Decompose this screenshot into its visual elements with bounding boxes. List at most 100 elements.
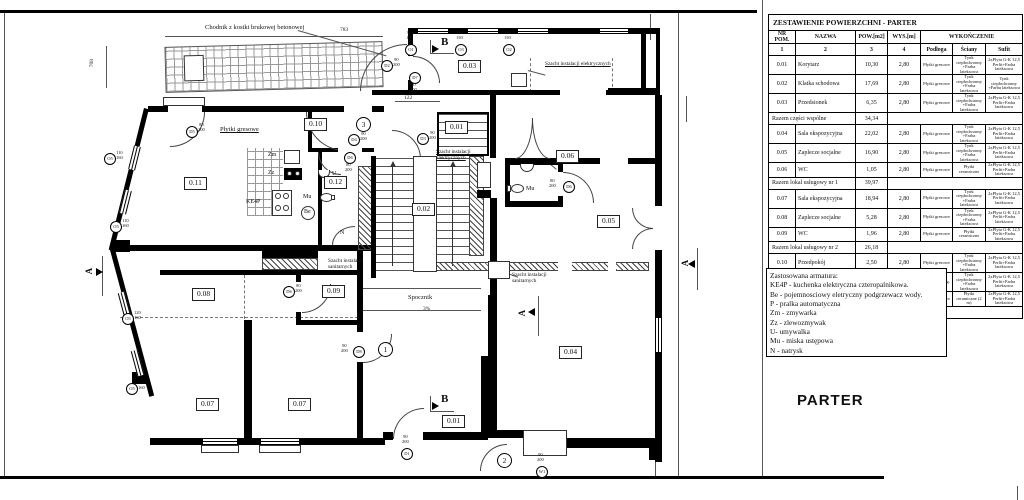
fixture-n-label: N (340, 230, 345, 236)
legend-line: Zastosowana armatura: (770, 271, 838, 280)
door-tag-d5: D5 (186, 126, 198, 138)
wall (160, 270, 358, 275)
sanitary-shaft-box (488, 261, 510, 279)
table-cell: 2xPłyta G-K 12,5 Perlit+Farba lateksowa (984, 188, 1024, 209)
table-cell: Płytki gresowe (920, 162, 953, 178)
table-cell: Tynk ciepłochronny +Farba lateksowa (952, 272, 986, 293)
opening (600, 158, 628, 164)
room-label-0-03: 0.03 (458, 60, 482, 73)
table-cell: Sala ekspozycyjna (795, 188, 856, 209)
shaft-elec-label-mid: Szacht instalacji elektrycznych (436, 149, 471, 162)
dim-783: 783 (340, 27, 349, 33)
door-tag-d1: D1 (401, 448, 413, 460)
table-cell: Zaplecze socjalne (795, 143, 856, 164)
table-cell: 2xPłyta G-K 12,5 Perlit+Farba lateksowa (984, 143, 1024, 164)
stair-arrow-head (390, 161, 396, 167)
table-cell: Przedsionek (795, 93, 856, 114)
section-line-a-right (697, 248, 698, 290)
slope-label: 3% (423, 306, 431, 312)
col-header-ceiling: Sufit (984, 43, 1024, 57)
door-tag-d6-wc6: D6 (563, 181, 575, 193)
table-cell: 2,80 (887, 93, 921, 114)
wall (505, 158, 563, 165)
window-tag-o5-2: O5 (110, 221, 122, 233)
room-label-0-12: 0.12 (324, 176, 348, 189)
table-cell: Sala ekspozycyjna (795, 124, 856, 145)
window-slant (119, 189, 132, 215)
table-cell: 2xPłyta G-K 12,5 Perlit+Farba lateksowa (984, 162, 1024, 178)
window-dim-o5-2: 110 160 (122, 218, 129, 228)
table-cell: 18,94 (855, 188, 888, 209)
window-tag-o3: O3 (455, 44, 467, 56)
section-b-top: B (441, 36, 449, 48)
table-cell: 34,34 (855, 112, 888, 126)
legend-line: U- umywalka (770, 326, 810, 336)
window-dim-o5-3: 120 160 (134, 310, 141, 320)
wall (308, 112, 312, 152)
element: ZESTAWIENIE POWIERZCHNI - PARTER NR POM.… (767, 14, 1024, 57)
table-cell: Płytki gresowe (920, 124, 953, 145)
table-cell: 2xPłyta G-K 12,5 Perlit+Farba lateksowa (984, 124, 1024, 145)
col-header-area: POW.[m2] (855, 29, 888, 45)
window-tag-o2: O2 (503, 44, 515, 56)
wall (113, 245, 375, 251)
table-cell: 0.08 (768, 207, 796, 228)
paving-walkway (164, 41, 384, 93)
door-tag-d2: D2 (381, 60, 393, 72)
table-cell: 2xPłyta G-K 12,5 Perlit+Farba lateksowa (984, 93, 1024, 114)
table-cell (886, 112, 1024, 126)
window-dim-o3: 90 150 (456, 30, 463, 40)
table-cell: 10,30 (855, 55, 888, 76)
col-number: 1 (768, 43, 796, 57)
table-cell: Tynk ciepłochronny +Farba lateksowa (952, 253, 986, 274)
drawing-border-left (4, 10, 5, 479)
wall-hatch (358, 166, 372, 250)
room-label-0-02: 0.02 (412, 203, 436, 216)
page-title: PARTER (797, 392, 864, 409)
corner-mark (1017, 486, 1018, 500)
room-label-0-07-left: 0.07 (196, 398, 220, 411)
section-arrow-b-top (432, 45, 439, 53)
window (518, 28, 548, 34)
tiles-label: Płytki gresowe (220, 126, 259, 133)
window-dim-o1: 90 150 (406, 30, 413, 40)
window (600, 28, 628, 34)
table-cell: Razem lokal usługowy nr 1 (768, 176, 856, 190)
fixture-mu-label: Mu (303, 194, 312, 200)
dim-708: 708 (88, 59, 95, 68)
table-cell: WC (795, 162, 856, 178)
wall (558, 158, 563, 172)
table-cell: 0.04 (768, 124, 796, 145)
wall (505, 201, 563, 207)
wall (649, 438, 662, 460)
dim-tick-b (686, 96, 687, 122)
table-cell: 2,80 (887, 55, 921, 76)
door-dim-d4: 90 200 (360, 131, 367, 141)
table-cell: 22,02 (855, 124, 888, 145)
door-tag-d3: D3 (417, 133, 429, 145)
table-cell: Razem lokal usługowy nr 2 (768, 241, 856, 255)
section-a-left: A (84, 267, 95, 275)
entry-marker-2: 2 (497, 453, 512, 468)
col-header-walls: Ściany (952, 43, 986, 57)
table-cell: Płytki ceramiczne (952, 226, 986, 243)
burner (283, 205, 289, 211)
dashed-partition (120, 317, 358, 318)
table-cell: 6,35 (855, 93, 888, 114)
door-tag-d8: D8 (353, 346, 365, 358)
col-number: 3 (855, 43, 888, 57)
window-tag-o5-1: O5 (104, 153, 116, 165)
table-cell: Tynk ciepłochronny +Farba lateksowa (984, 74, 1024, 95)
table-cell: Płytki gresowe (920, 143, 953, 164)
table-cell: 2,80 (887, 188, 921, 209)
door-dim-d6-wc6: 80 200 (549, 178, 556, 188)
fixture-mu-wc-label: Mu (526, 186, 535, 192)
table-title-row: ZESTAWIENIE POWIERZCHNI - PARTER (767, 14, 1024, 31)
door-opening (344, 106, 372, 112)
table-cell: Tynk ciepłochronny +Farba lateksowa (952, 188, 986, 209)
